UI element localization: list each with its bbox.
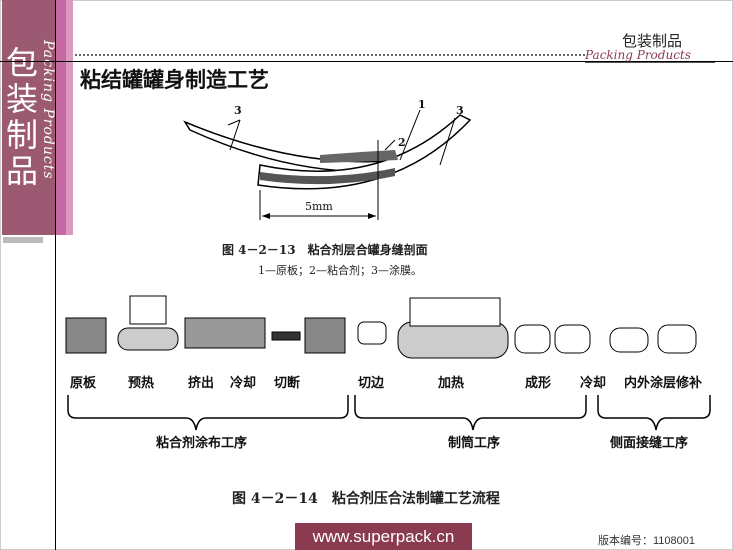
dotted-divider — [75, 54, 585, 56]
horizontal-guide-line — [0, 61, 733, 62]
heater-bottles-mark — [129, 295, 167, 325]
dimension-label: 5mm — [305, 200, 333, 213]
sidebar-gray-mark — [3, 237, 43, 243]
callout-2: 2 — [398, 136, 406, 149]
sidebar-subtitle: Packing Products — [40, 40, 56, 180]
figure1-caption: 图 4－2－13 粘合剂层合罐身缝剖面 — [222, 243, 428, 257]
website-link[interactable]: www.superpack.cn — [295, 523, 472, 550]
step-label: 冷却 — [580, 376, 607, 391]
repair-body-mark — [657, 324, 697, 354]
figure2-caption: 图 4－2－14 粘合剂压合法制罐工艺流程 — [232, 491, 500, 507]
cooled-body-mark — [554, 324, 591, 354]
sidebar-block — [2, 0, 55, 235]
group-label: 侧面接缝工序 — [610, 436, 689, 451]
formed-body-mark — [514, 324, 551, 354]
step-label: 预热 — [128, 376, 155, 391]
step-label: 冷却 — [230, 376, 257, 391]
sidebar-stripe-light — [66, 0, 73, 235]
group-label: 制筒工序 — [448, 436, 501, 451]
callout-3-left: 3 — [234, 104, 242, 117]
cutter-mark — [271, 331, 301, 341]
step-label: 加热 — [438, 376, 465, 391]
cut-sheet-mark — [304, 317, 346, 354]
sidebar-title: 包装制品 — [6, 44, 39, 190]
header-subtitle: Packing Products — [585, 48, 715, 63]
sheet-stack-mark — [65, 317, 107, 354]
extruder-mark — [184, 317, 266, 349]
callout-3-right: 3 — [456, 104, 464, 117]
brace-seam — [597, 395, 711, 431]
step-label: 切边 — [358, 376, 385, 391]
trim-sheet-mark — [357, 321, 387, 345]
step-label: 原板 — [70, 376, 97, 391]
header-title: 包装制品 — [622, 33, 683, 50]
step-label: 成形 — [525, 376, 552, 391]
group-label: 粘合剂涂布工序 — [156, 436, 248, 451]
figure1-legend: 1—原板；2—粘合剂；3—涂膜。 — [258, 264, 422, 277]
preheat-oven-mark — [117, 327, 179, 351]
step-label: 切断 — [274, 376, 301, 391]
brace-adhesive — [67, 395, 349, 431]
step-label: 挤出 — [188, 376, 215, 391]
step-label: 内外涂层修补 — [624, 376, 703, 391]
brace-body — [354, 395, 587, 431]
heater-row-mark — [409, 297, 501, 327]
slide-title: 粘结罐罐身制造工艺 — [80, 69, 269, 92]
heating-oven-mark — [397, 321, 509, 359]
version-number: 版本编号：1108001 — [598, 535, 696, 547]
callout-1: 1 — [418, 98, 426, 111]
vertical-guide-line — [55, 0, 56, 550]
coating-body-mark — [609, 327, 649, 353]
